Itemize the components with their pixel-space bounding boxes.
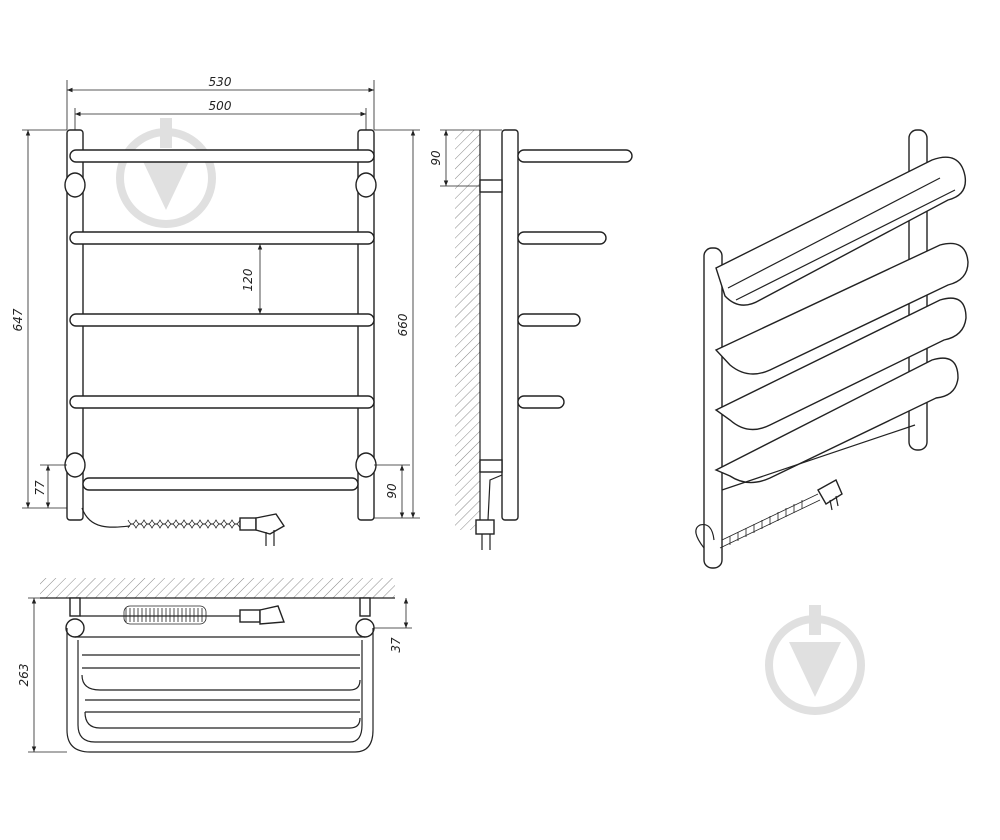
dim-total-height: 660 bbox=[396, 313, 410, 336]
watermark-bottom-icon bbox=[765, 605, 865, 715]
watermark-top-icon bbox=[116, 118, 216, 228]
coil-cord-top bbox=[123, 605, 207, 625]
rung bbox=[69, 231, 375, 245]
isometric-view bbox=[695, 129, 969, 569]
dim-bottom-offset-left: 77 bbox=[33, 480, 47, 496]
coil-cord bbox=[127, 519, 241, 529]
front-view: 530 500 120 647 77 660 90 bbox=[11, 75, 420, 546]
rung bbox=[69, 149, 375, 163]
dim-bottom-offset-right: 90 bbox=[385, 483, 399, 499]
dim-wall-gap: 37 bbox=[389, 637, 403, 653]
dim-overall-width: 530 bbox=[209, 75, 232, 89]
rung bbox=[69, 395, 375, 409]
dim-inner-width: 500 bbox=[209, 99, 232, 113]
mount bbox=[64, 172, 86, 198]
power-cable bbox=[81, 507, 131, 528]
mount bbox=[355, 452, 377, 478]
rung bbox=[69, 313, 375, 327]
dim-depth: 263 bbox=[17, 664, 31, 687]
mount bbox=[64, 452, 86, 478]
dim-rung-spacing: 120 bbox=[241, 268, 255, 291]
plug bbox=[239, 513, 285, 546]
coil-cord-iso bbox=[719, 493, 821, 549]
side-view: 90 bbox=[429, 129, 633, 550]
dim-mount-height: 647 bbox=[11, 308, 25, 331]
mount bbox=[355, 172, 377, 198]
wall-hatch-top bbox=[40, 578, 395, 598]
rung bbox=[82, 477, 359, 491]
dim-side-top-offset: 90 bbox=[429, 150, 443, 166]
wall-hatch bbox=[455, 130, 480, 530]
top-view: 263 37 bbox=[17, 578, 412, 753]
